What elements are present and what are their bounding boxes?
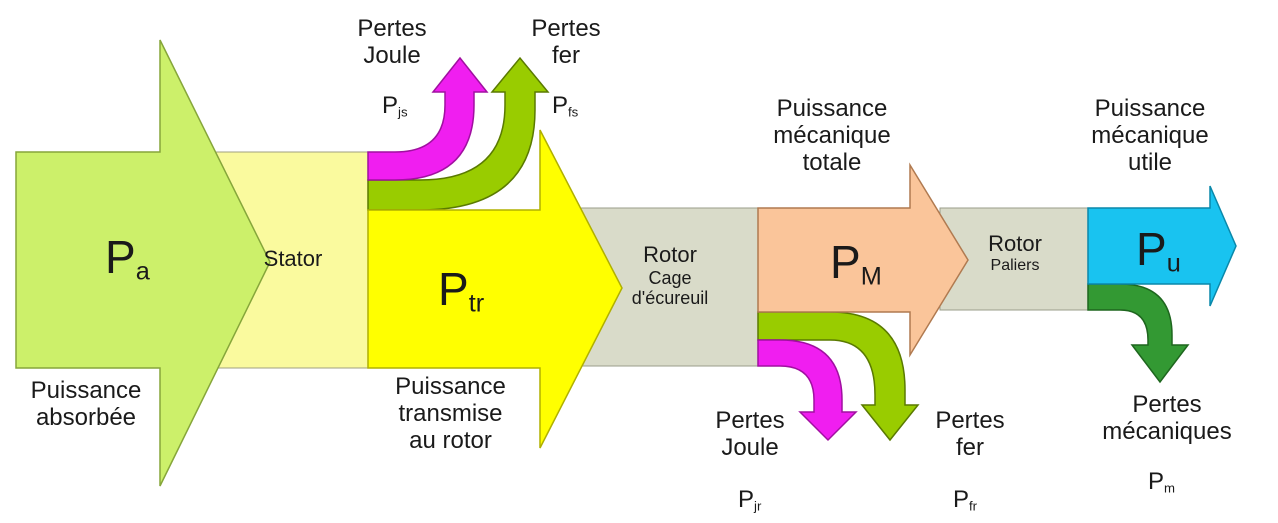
label-puissance-absorbee: Puissance absorbée	[30, 377, 142, 431]
symbol-pa: Pa	[105, 231, 150, 286]
transmitted-power-arrow	[367, 129, 623, 449]
mechanical-power-arrow	[757, 162, 969, 358]
absorbed-power-arrow	[15, 39, 271, 487]
stator-iron-loss-arrow	[367, 56, 550, 211]
label-pertes-mecaniques: Pertes mécaniques	[1102, 391, 1232, 445]
label-pertes-fer-stator: Pertes fer	[531, 15, 601, 69]
rotor-paliers-label-group: Rotor Paliers	[955, 231, 1075, 275]
label-pertes-joule-rotor: Pertes Joule	[715, 407, 785, 461]
rotor-sub-label: Cage	[648, 267, 692, 288]
stator-label: Stator	[263, 246, 323, 271]
label-puissance-mecanique-totale: Puissance mécanique totale	[773, 95, 891, 176]
symbol-pm: PM	[830, 236, 882, 291]
rotor-joule-loss-arrow	[757, 339, 858, 442]
symbol-pfs: Pfs	[552, 92, 579, 120]
label-pertes-joule-stator: Pertes Joule	[357, 15, 427, 69]
symbol-ptr: Ptr	[438, 263, 485, 318]
symbol-pjr: Pjr	[738, 486, 762, 514]
paliers-label: Paliers	[990, 256, 1040, 274]
label-puissance-mecanique-utile: Puissance mécanique utile	[1091, 95, 1209, 176]
rotor-label: Rotor	[643, 242, 697, 267]
label-pertes-fer-rotor: Pertes fer	[935, 407, 1005, 461]
rotor-sub-label-2: d'écureuil	[631, 287, 709, 308]
rotor-label-group: Rotor Cage d'écureuil	[610, 242, 730, 308]
label-puissance-transmise: Puissance transmise au rotor	[395, 373, 506, 454]
rotor-iron-loss-arrow	[757, 311, 920, 442]
symbol-pfr: Pfr	[953, 486, 978, 514]
mechanical-loss-arrow	[1087, 283, 1190, 384]
symbol-pu: Pu	[1136, 223, 1181, 278]
symbol-pjs: Pjs	[382, 92, 408, 120]
rotor-paliers-title: Rotor	[988, 231, 1042, 256]
stator-joule-loss-arrow	[367, 56, 489, 181]
symbol-pm-loss: Pm	[1148, 468, 1176, 496]
useful-power-arrow	[1087, 185, 1237, 307]
